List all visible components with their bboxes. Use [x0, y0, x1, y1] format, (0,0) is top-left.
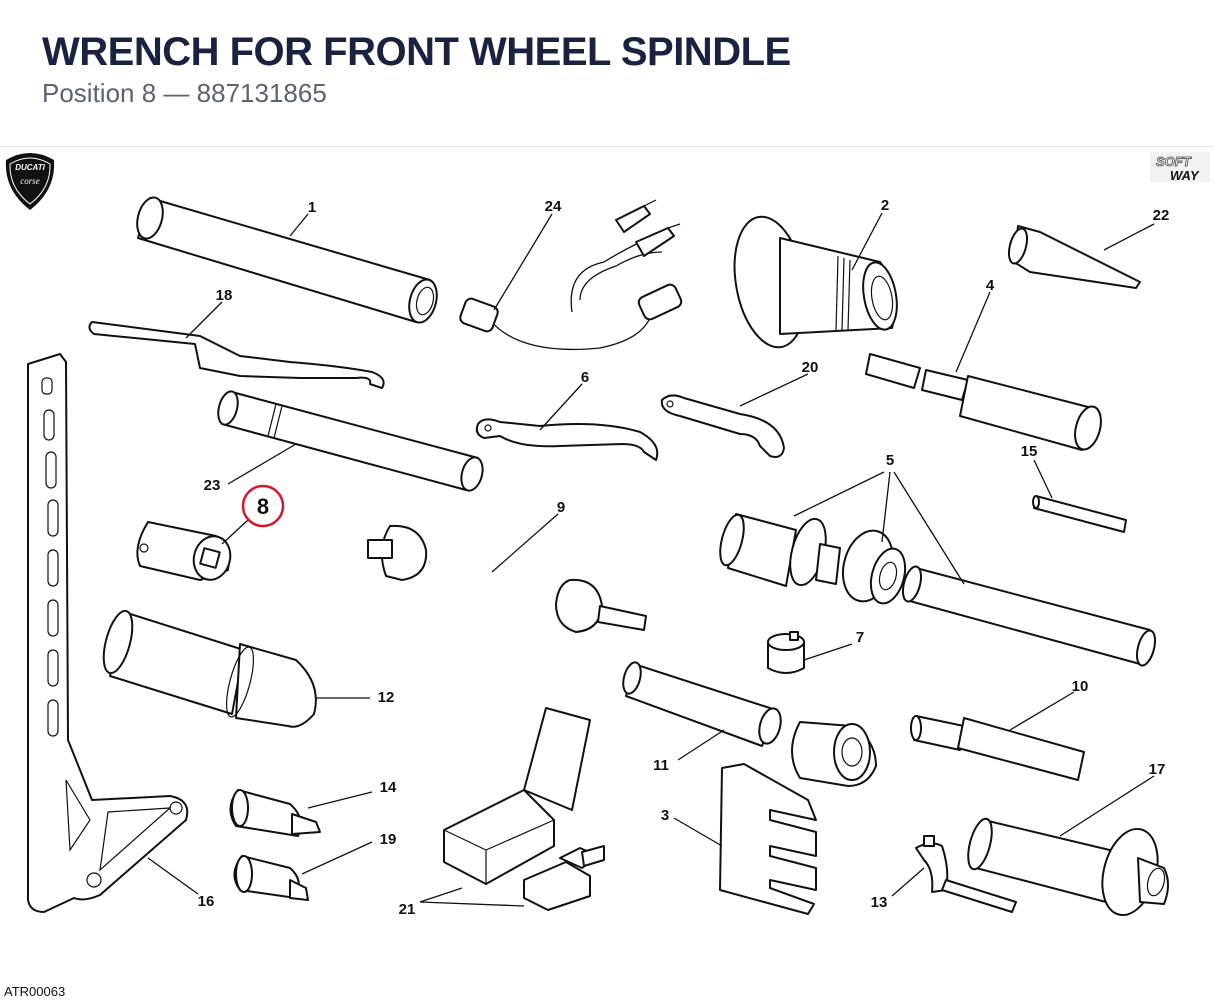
- logo-way: WAY: [1170, 168, 1200, 183]
- callout-21: 21: [399, 901, 416, 918]
- part-20-hook-wrench: [660, 394, 785, 458]
- part-24-cable: [459, 199, 683, 351]
- soft-way-logo-icon: SOFT WAY: [1150, 152, 1210, 183]
- callout-22: 22: [1153, 207, 1170, 224]
- part-13-pin-yoke: [915, 835, 1017, 913]
- part-1-tube: [136, 196, 438, 324]
- part-18-hook-wrench: [88, 321, 385, 389]
- drawing-code: ATR00063: [4, 984, 66, 999]
- part-number: 887131865: [196, 78, 327, 108]
- part-11-adapter: [791, 721, 877, 787]
- part-11-rod: [622, 661, 782, 747]
- part-6-hook-wrench: [475, 418, 659, 461]
- logo-line2: corse: [20, 176, 40, 186]
- part-8-socket-wrench: [136, 521, 232, 581]
- part-4-rod: [865, 353, 1102, 451]
- callout-9: 9: [557, 499, 565, 516]
- part-14-pilot: [229, 789, 321, 837]
- callout-4: 4: [986, 277, 995, 294]
- callout-8-highlighted: 8: [257, 494, 269, 519]
- callout-11: 11: [653, 757, 669, 774]
- ducati-corse-shield-icon: DUCATI corse: [5, 153, 55, 210]
- page-subtitle: Position 8 — 887131865: [42, 78, 791, 108]
- logo-line1: DUCATI: [15, 163, 45, 172]
- callout-16: 16: [198, 893, 215, 910]
- part-17-bushing-tube: [967, 817, 1169, 917]
- part-3-comb-tool: [719, 763, 817, 915]
- part-21-box-tool: [443, 707, 605, 911]
- callout-12: 12: [378, 689, 395, 706]
- callout-15: 15: [1021, 443, 1038, 460]
- callout-13: 13: [871, 894, 888, 911]
- callout-5: 5: [886, 452, 894, 469]
- part-16-bar: [27, 353, 189, 913]
- callout-20: 20: [802, 359, 819, 376]
- callout-14: 14: [380, 779, 397, 796]
- header: WRENCH FOR FRONT WHEEL SPINDLE Position …: [42, 28, 791, 108]
- logo-soft: SOFT: [1156, 154, 1192, 169]
- callout-1: 1: [308, 199, 316, 216]
- callout-24: 24: [545, 198, 562, 215]
- part-19-pilot: [233, 855, 309, 901]
- callout-7: 7: [856, 629, 864, 646]
- part-5-bushings: [719, 513, 1157, 667]
- leader-lines: [147, 212, 1155, 907]
- callout-2: 2: [881, 197, 889, 214]
- callout-19: 19: [380, 831, 397, 848]
- callout-3: 3: [661, 807, 669, 824]
- part-7-bush: [767, 631, 805, 674]
- part-2-cup: [733, 215, 898, 349]
- callout-18: 18: [216, 287, 233, 304]
- callout-10: 10: [1072, 678, 1089, 695]
- subtitle-dash: —: [163, 78, 190, 108]
- part-10-shaft: [910, 715, 1085, 781]
- part-9-puller: [367, 524, 647, 633]
- part-23-tube: [217, 390, 484, 492]
- highlight-circle: [241, 484, 285, 528]
- callout-17: 17: [1149, 761, 1166, 778]
- callout-6: 6: [581, 369, 589, 386]
- part-22-cone: [1007, 225, 1141, 289]
- part-15-pin: [1032, 495, 1127, 533]
- page-title: WRENCH FOR FRONT WHEEL SPINDLE: [42, 30, 791, 74]
- position-label: Position 8: [42, 78, 157, 108]
- header-divider: [0, 146, 1214, 147]
- callout-23: 23: [204, 477, 221, 494]
- part-12-drift: [102, 609, 317, 728]
